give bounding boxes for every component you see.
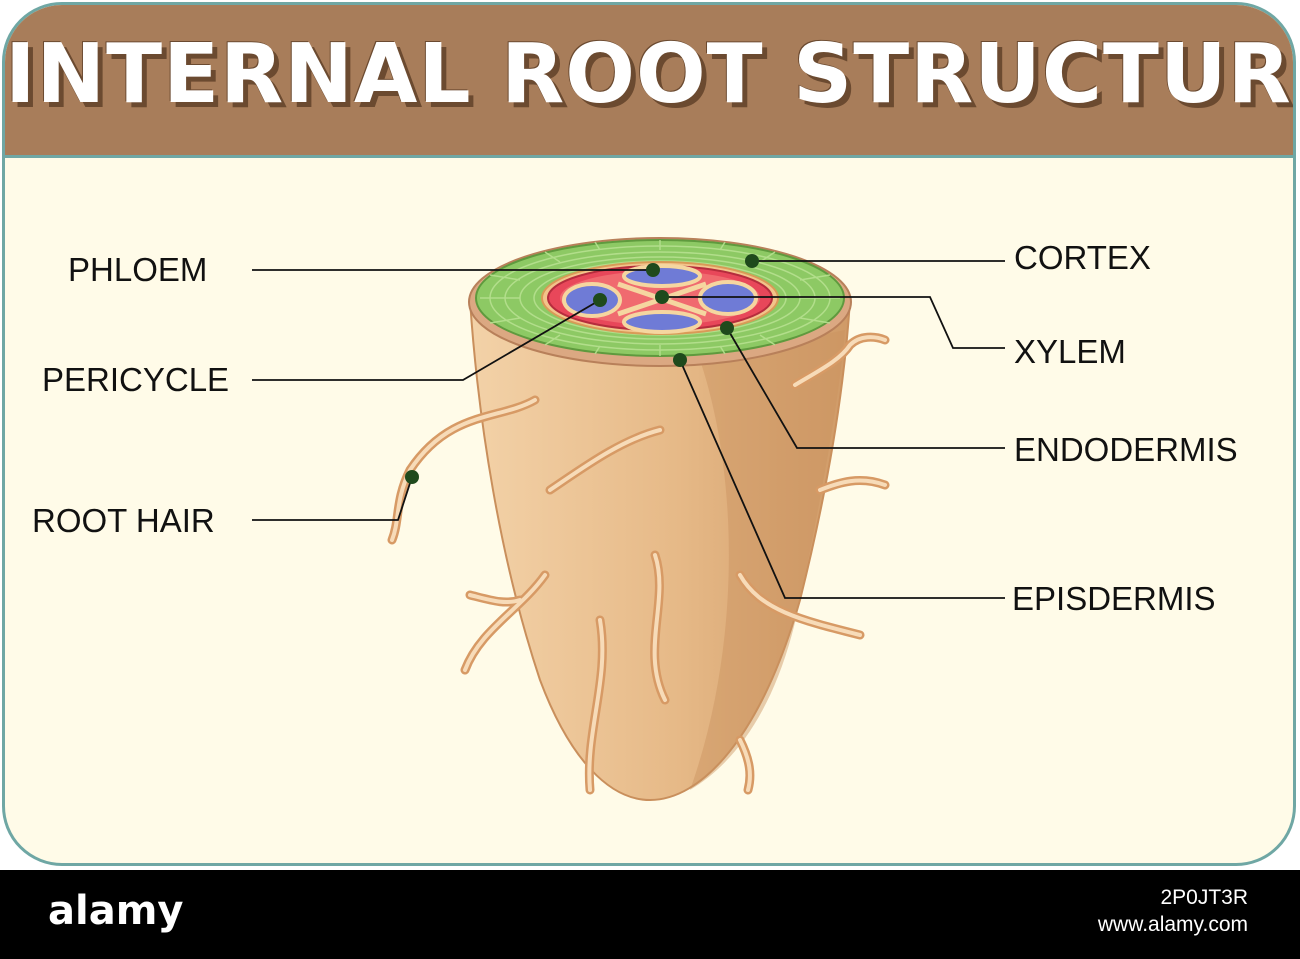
phloem-marker [646, 263, 660, 277]
endodermis-marker [720, 321, 734, 335]
root-hairs [387, 332, 890, 795]
xylem-lobe [562, 282, 622, 318]
title-banner: INTERNAL ROOT STRUCTURE [5, 5, 1293, 158]
label-cortex: CORTEX [1014, 239, 1151, 276]
root-hair-marker [405, 470, 419, 484]
endodermis-leader [726, 327, 1005, 449]
cortex-marker [745, 254, 759, 268]
label-xylem: XYLEM [1014, 333, 1126, 370]
xylem-lobe [622, 310, 702, 334]
footer-logo: alamy [48, 888, 184, 934]
root-hair-leader [252, 476, 413, 521]
root-body [468, 299, 852, 802]
pericycle-marker [593, 293, 607, 307]
xylem-lobe [698, 280, 758, 316]
root-illustration [252, 237, 1005, 802]
image-id: 2P0JT3R [1160, 886, 1248, 909]
xylem-leader [662, 296, 1005, 349]
label-root-hair: ROOT HAIR [32, 502, 215, 539]
site-url: www.alamy.com [1097, 913, 1248, 937]
label-pericycle: PERICYCLE [42, 361, 230, 398]
label-phloem: PHLOEM [68, 251, 208, 288]
footer-image-id: 2P0JT3R www.alamy.com [1098, 884, 1248, 939]
xylem-lobe [622, 264, 702, 288]
label-endodermis: ENDODERMIS [1014, 431, 1238, 468]
page-title: INTERNAL ROOT STRUCTURE [5, 27, 1296, 122]
label-episdermis: EPISDERMIS [1012, 580, 1216, 617]
footer-bar: alamy 2P0JT3R www.alamy.com [0, 870, 1300, 959]
leader-lines [252, 260, 1005, 599]
episdermis-marker [673, 353, 687, 367]
episdermis-leader [679, 359, 1005, 599]
markers [405, 254, 759, 484]
xylem-marker [655, 290, 669, 304]
pericycle-leader [252, 299, 601, 381]
